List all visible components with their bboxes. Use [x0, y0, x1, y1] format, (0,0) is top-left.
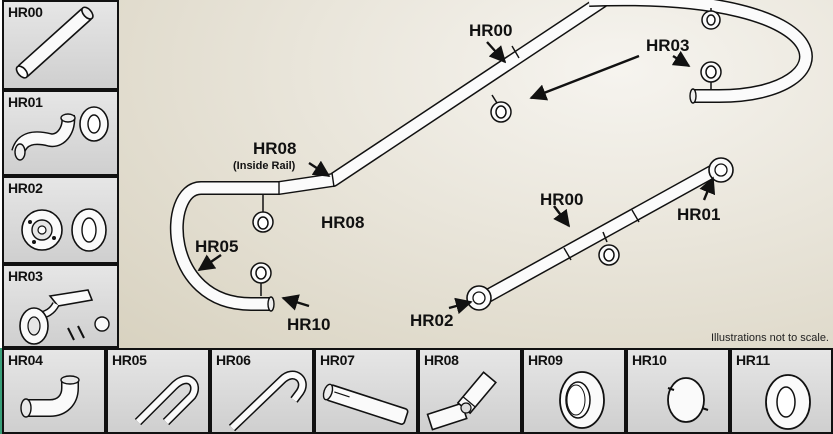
elbow-and-flange-icon [11, 106, 109, 161]
flange-cover-icon [765, 374, 811, 430]
u-return-icon [134, 375, 200, 426]
part-code: HR11 [736, 352, 770, 368]
label-hr00-lower: HR00 [540, 190, 584, 209]
part-hr05-card: HR05 [106, 348, 210, 434]
part-code: HR10 [632, 352, 667, 368]
scale-note: Illustrations not to scale. [710, 332, 829, 344]
label-hr03: HR03 [646, 36, 690, 55]
part-hr04-card: HR04 [2, 348, 106, 434]
rail-bracket-icon [19, 289, 110, 345]
label-hr05: HR05 [195, 237, 239, 256]
part-code: HR07 [320, 352, 355, 368]
part-code: HR02 [8, 180, 43, 196]
adjustable-joint-icon [426, 371, 497, 431]
label-hr08-inside-rail: (Inside Rail) [233, 160, 296, 172]
handrail-assembly-drawing [169, 0, 813, 315]
part-code: HR04 [8, 352, 43, 368]
part-hr02-card: HR02 [2, 176, 119, 264]
part-hr11-card: HR11 [730, 348, 833, 434]
label-hr10: HR10 [287, 315, 331, 334]
part-hr09-card: HR09 [522, 348, 626, 434]
label-hr01: HR01 [677, 205, 721, 224]
trim-ring-icon [559, 371, 605, 429]
end-cap-icon [667, 377, 709, 423]
part-hr06-card: HR06 [210, 348, 314, 434]
label-hr00-upper: HR00 [469, 21, 513, 40]
part-hr03-card: HR03 [2, 264, 119, 348]
part-code: HR08 [424, 352, 459, 368]
part-hr01-card: HR01 [2, 90, 119, 176]
rail-brackets [250, 8, 722, 296]
part-hr07-card: HR07 [314, 348, 418, 434]
callout-arrows [197, 41, 716, 315]
part-code: HR03 [8, 268, 43, 284]
part-code: HR01 [8, 94, 43, 110]
wall-flange-and-cover-icon [21, 208, 107, 252]
part-sidebar: HR00 HR01 HR02 [0, 0, 119, 348]
part-code: HR00 [8, 4, 43, 20]
j-return-icon [228, 370, 307, 432]
part-code: HR06 [216, 352, 251, 368]
label-hr08-upper: HR08 [253, 139, 297, 158]
part-code: HR05 [112, 352, 147, 368]
part-code: HR09 [528, 352, 563, 368]
part-hr10-card: HR10 [626, 348, 730, 434]
handrail-layout-diagram: HR00 HR03 HR08 (Inside Rail) HR08 HR00 H… [119, 0, 833, 350]
part-hr08-card: HR08 [418, 348, 522, 434]
lower-rail [466, 157, 734, 311]
straight-rail-icon [15, 6, 94, 79]
90-degree-elbow-icon [20, 375, 80, 418]
rail-splice-icon [322, 383, 409, 425]
upper-rail [169, 0, 813, 312]
label-hr08-lower: HR08 [321, 213, 365, 232]
part-hr00-card: HR00 [2, 0, 119, 90]
label-hr02: HR02 [410, 311, 454, 330]
